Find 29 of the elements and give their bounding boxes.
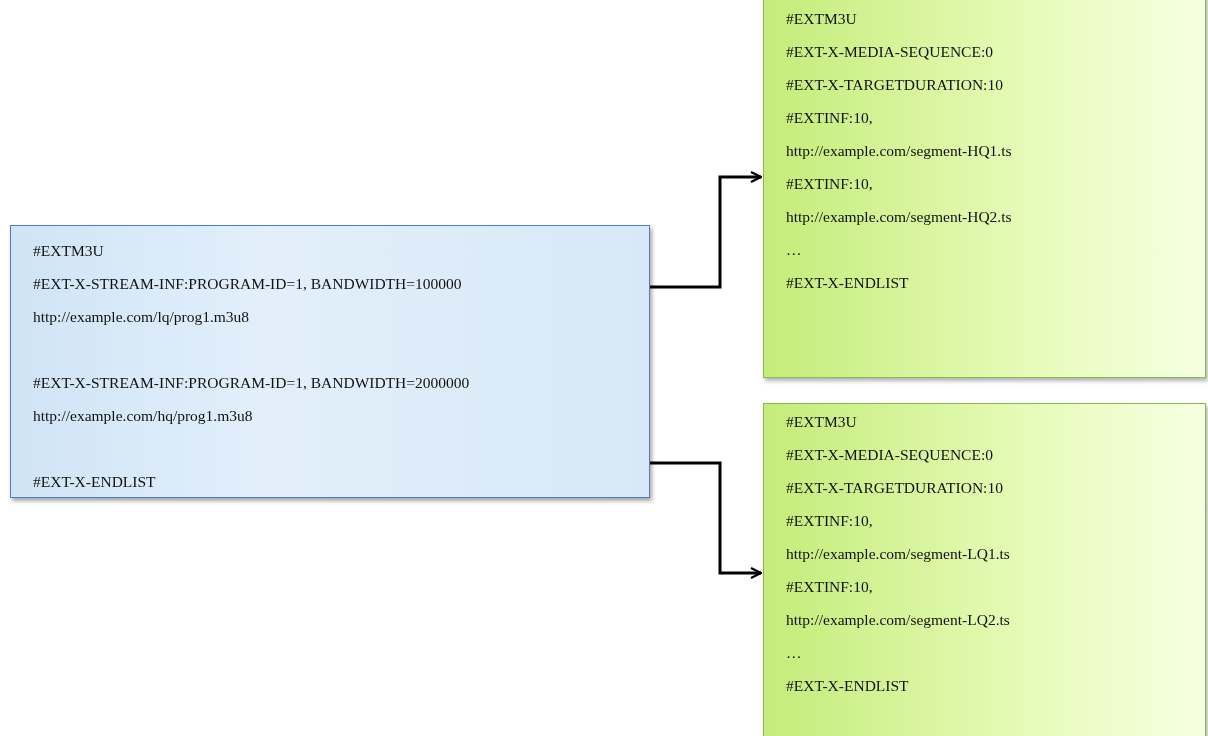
playlist-box [763,403,1206,736]
playlist-line: #EXT-X-ENDLIST [786,676,909,696]
playlist-box [10,225,650,498]
playlist-line: … [786,643,802,663]
playlist-line: #EXT-X-MEDIA-SEQUENCE:0 [786,445,993,465]
playlist-line: #EXTM3U [786,412,857,432]
playlist-line: #EXT-X-STREAM-INF:PROGRAM-ID=1, BANDWIDTH=2000000 [33,373,470,393]
playlist-line: #EXT-X-ENDLIST [33,472,156,492]
playlist-line: #EXT-X-TARGETDURATION:10 [786,478,1003,498]
playlist-line: #EXTINF:10, [786,511,873,531]
playlist-line: #EXTM3U [786,9,857,29]
arrow [650,461,763,580]
playlist-box [763,0,1206,378]
playlist-line: #EXTM3U [33,241,104,261]
playlist-line: #EXTINF:10, [786,577,873,597]
playlist-line: … [786,240,802,260]
playlist-line: #EXT-X-TARGETDURATION:10 [786,75,1003,95]
playlist-line: http://example.com/segment-LQ1.ts [786,544,1010,564]
playlist-line: http://example.com/segment-HQ2.ts [786,207,1012,227]
playlist-line: http://example.com/segment-LQ2.ts [786,610,1010,630]
playlist-line: #EXTINF:10, [786,174,873,194]
playlist-line: #EXT-X-MEDIA-SEQUENCE:0 [786,42,993,62]
playlist-line: #EXTINF:10, [786,108,873,128]
playlist-line: http://example.com/segment-HQ1.ts [786,141,1012,161]
playlist-line: #EXT-X-ENDLIST [786,273,909,293]
playlist-line: http://example.com/hq/prog1.m3u8 [33,406,253,426]
playlist-line: #EXT-X-STREAM-INF:PROGRAM-ID=1, BANDWIDTH=100000 [33,274,462,294]
playlist-line: http://example.com/lq/prog1.m3u8 [33,307,250,327]
arrow [650,170,763,289]
